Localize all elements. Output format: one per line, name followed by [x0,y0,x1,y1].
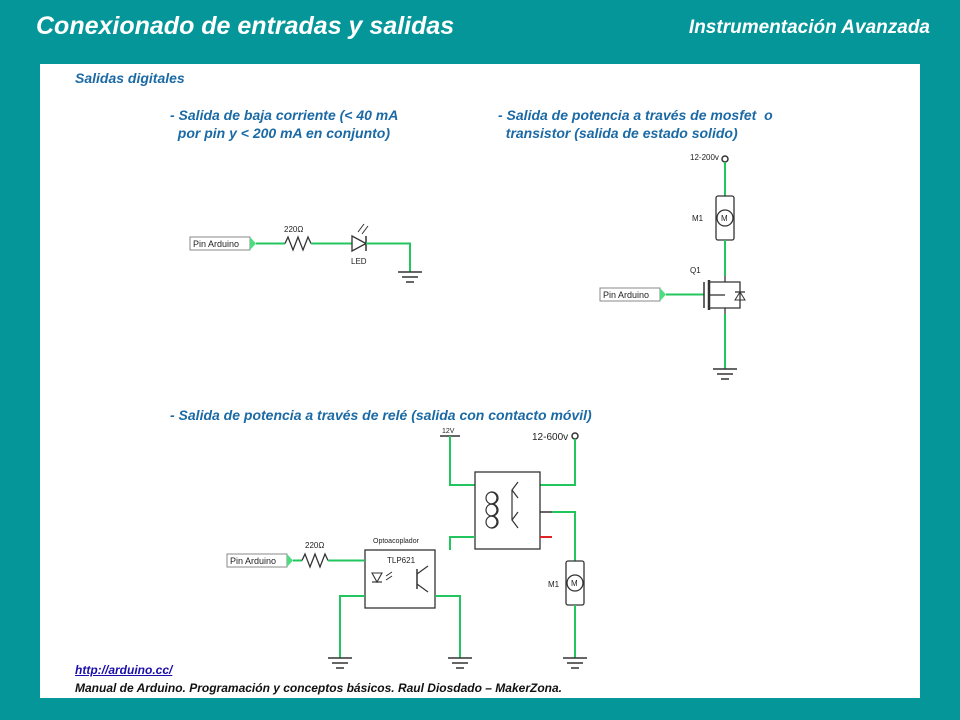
mosfet-body-diode [734,291,746,301]
relay-coil-loop-3 [485,515,499,529]
optocoupler-ray-2 [385,575,393,581]
relay-motor-symbol: M [571,579,578,588]
relay-resistor [301,552,329,569]
relay-supply-label: 12-600v [532,432,568,443]
mosfet-supply-label: 12-200v [690,153,719,162]
optocoupler-box [364,549,436,609]
bullet-mosfet: - Salida de potencia a través de mosfet … [498,107,773,141]
relay-12v-label: 12V [442,428,455,435]
bullet-low-current: - Salida de baja corriente (< 40 mA por … [170,107,399,141]
mosfet-motor-circle [716,209,734,227]
relay-coil [490,491,498,529]
optocoupler-ray-1 [385,571,393,577]
led-label: LED [351,257,367,266]
relay-motor-circle [566,574,584,592]
led-wire-3 [366,242,411,272]
mosfet-pin-arduino-label: Pin Arduino [603,290,649,300]
led-pin-arduino-label: Pin Arduino [193,239,239,249]
led-light-ray-1 [357,223,365,233]
led-resistor [284,235,312,252]
relay-wire-12v [449,436,475,486]
content-panel: Salidas digitales - Salida de baja corri… [40,64,920,698]
optocoupler-emitter [416,583,429,593]
optocoupler-led [371,572,383,584]
bullet-relay: - Salida de potencia a través de relé (s… [170,407,592,423]
optocoupler-part-label: TLP621 [387,556,416,565]
mosfet-motor-symbol: M [721,214,728,223]
relay-box [474,471,541,550]
mosfet-drain-lead [709,276,726,283]
relay-pin-arrow [287,554,293,567]
section-title: Salidas digitales [75,70,185,86]
mosfet-supply-terminal [721,155,729,163]
mosfet-source-lead [709,307,726,314]
arduino-link[interactable]: http://arduino.cc/ [75,663,173,677]
relay-motor-label: M1 [548,580,560,589]
mosfet-diode-loop [725,281,741,309]
led-circuit: Pin Arduino 220Ω LED [189,223,422,283]
relay-circuit: 12V 12-600v M M1 [226,428,587,669]
mosfet-circuit: 12-200v M M1 Q1 Pin Arduino [599,153,746,380]
circuit-diagrams: Pin Arduino 220Ω LED 12-200v M M1 [189,153,746,669]
relay-wire-transistor-ground [435,595,461,658]
relay-pin-arduino-label: Pin Arduino [230,556,276,566]
mosfet-q1-label: Q1 [690,266,701,275]
course-title: Instrumentación Avanzada [688,17,930,38]
optocoupler-collector [416,565,429,575]
led-light-ray-2 [361,225,369,235]
mosfet-pin-arrow [660,288,666,301]
relay-wire-led-ground [339,595,365,658]
footer-reference: Manual de Arduino. Programación y concep… [75,681,562,695]
led-diode [351,234,368,253]
led-pin-arrow [250,237,256,250]
relay-resistor-label: 220Ω [305,541,324,550]
relay-supply-terminal [571,432,579,440]
page-title: Conexionado de entradas y salidas [36,12,455,40]
relay-wire-supply [540,439,576,486]
led-resistor-label: 220Ω [284,225,303,234]
mosfet-motor-label: M1 [692,214,704,223]
relay-wire-coil [449,536,475,550]
optocoupler-label: Optoacoplador [373,538,420,545]
relay-wire-contact [552,511,576,561]
